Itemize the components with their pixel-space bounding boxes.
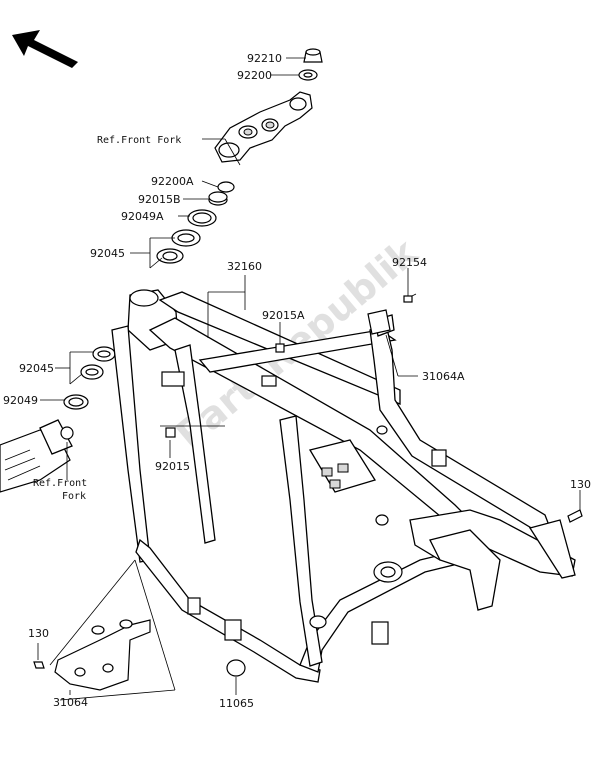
label-92200: 92200 bbox=[237, 69, 272, 82]
label-92200A: 92200A bbox=[151, 175, 194, 188]
label-92015: 92015 bbox=[155, 460, 190, 473]
main-frame bbox=[111, 289, 576, 683]
label-92015A: 92015A bbox=[262, 309, 305, 322]
front-direction-arrow-icon bbox=[12, 30, 78, 68]
label-ref-front-fork-left-1: Ref.Front bbox=[33, 478, 87, 489]
lower-bracket-31064 bbox=[33, 509, 583, 691]
label-92045-top: 92045 bbox=[90, 247, 125, 260]
grommet-11065 bbox=[226, 659, 246, 677]
label-31064: 31064 bbox=[53, 696, 88, 709]
label-92154: 92154 bbox=[392, 256, 427, 269]
label-130-left: 130 bbox=[28, 627, 49, 640]
leader-lines bbox=[37, 57, 581, 701]
label-92045-left: 92045 bbox=[19, 362, 54, 375]
label-11065: 11065 bbox=[219, 697, 254, 710]
label-92049A: 92049A bbox=[121, 210, 164, 223]
front-fork-reference bbox=[0, 419, 74, 493]
label-ref-front-fork-left-2: Fork bbox=[62, 491, 86, 502]
label-130-right: 130 bbox=[570, 478, 591, 491]
label-ref-front-fork-top: Ref.Front Fork bbox=[97, 135, 181, 146]
steering-stem-parts bbox=[63, 48, 323, 410]
label-92210: 92210 bbox=[247, 52, 282, 65]
part-labels: 92210 92200 Ref.Front Fork 92200A 92015B… bbox=[3, 52, 591, 710]
label-92049: 92049 bbox=[3, 394, 38, 407]
label-32160: 32160 bbox=[227, 260, 262, 273]
label-31064A: 31064A bbox=[422, 370, 465, 383]
label-92015B: 92015B bbox=[138, 193, 181, 206]
